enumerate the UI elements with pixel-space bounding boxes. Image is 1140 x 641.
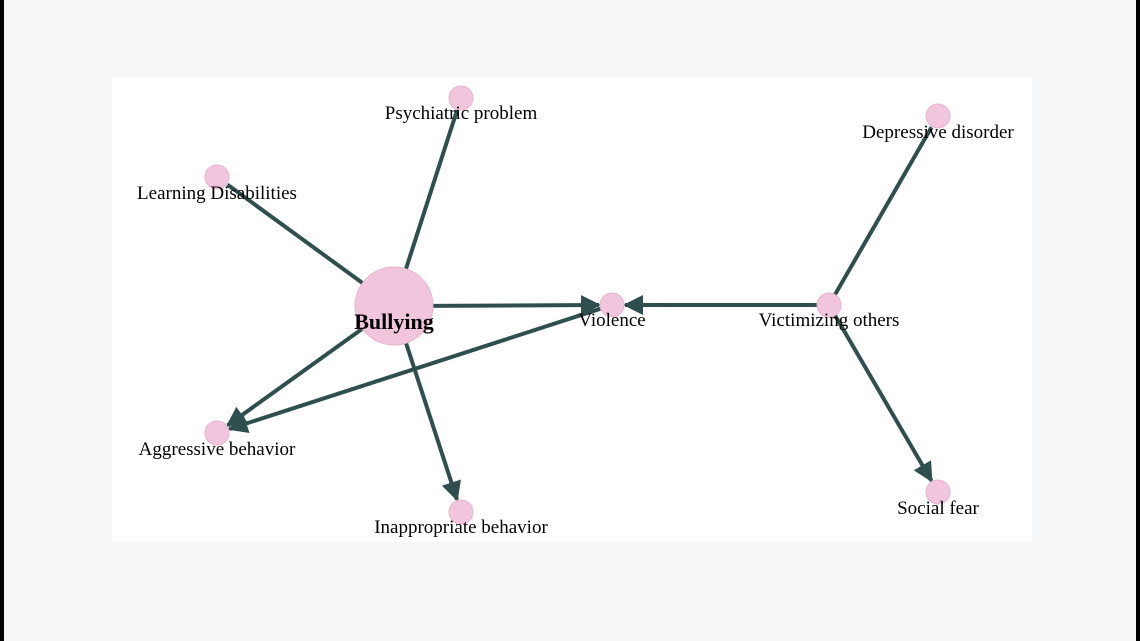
edge-bullying-inappropriate xyxy=(404,342,461,502)
node-label-social: Social fear xyxy=(897,498,979,519)
edges xyxy=(225,109,934,502)
node-label-victimizing: Victimizing others xyxy=(759,310,900,331)
node-psychiatric[interactable] xyxy=(448,85,474,111)
edge-bullying-psychiatric xyxy=(404,109,459,270)
node-learning[interactable] xyxy=(204,164,230,190)
node-label-inappropriate: Inappropriate behavior xyxy=(374,517,548,538)
node-label-violence: Violence xyxy=(578,310,645,331)
edge-bullying-violence xyxy=(432,295,602,316)
node-social[interactable] xyxy=(925,479,951,505)
edge-victimizing-depressive xyxy=(833,126,934,296)
node-label-aggressive: Aggressive behavior xyxy=(139,439,296,460)
node-victimizing[interactable] xyxy=(816,292,842,318)
node-bullying[interactable] xyxy=(354,266,434,346)
node-inappropriate[interactable] xyxy=(448,499,474,525)
edge-victimizing-social xyxy=(833,314,934,483)
node-label-learning: Learning Disabilities xyxy=(137,183,297,204)
node-label-depressive: Depressive disorder xyxy=(862,122,1014,143)
node-depressive[interactable] xyxy=(925,103,951,129)
edge-bullying-learning xyxy=(226,183,364,285)
node-label-bullying: Bullying xyxy=(354,309,433,334)
node-aggressive[interactable] xyxy=(204,420,230,446)
edge-bullying-aggressive xyxy=(225,327,364,428)
node-violence[interactable] xyxy=(599,292,625,318)
nodes xyxy=(204,85,951,525)
node-label-psychiatric: Psychiatric problem xyxy=(385,103,538,124)
diagram-canvas xyxy=(112,78,1032,542)
